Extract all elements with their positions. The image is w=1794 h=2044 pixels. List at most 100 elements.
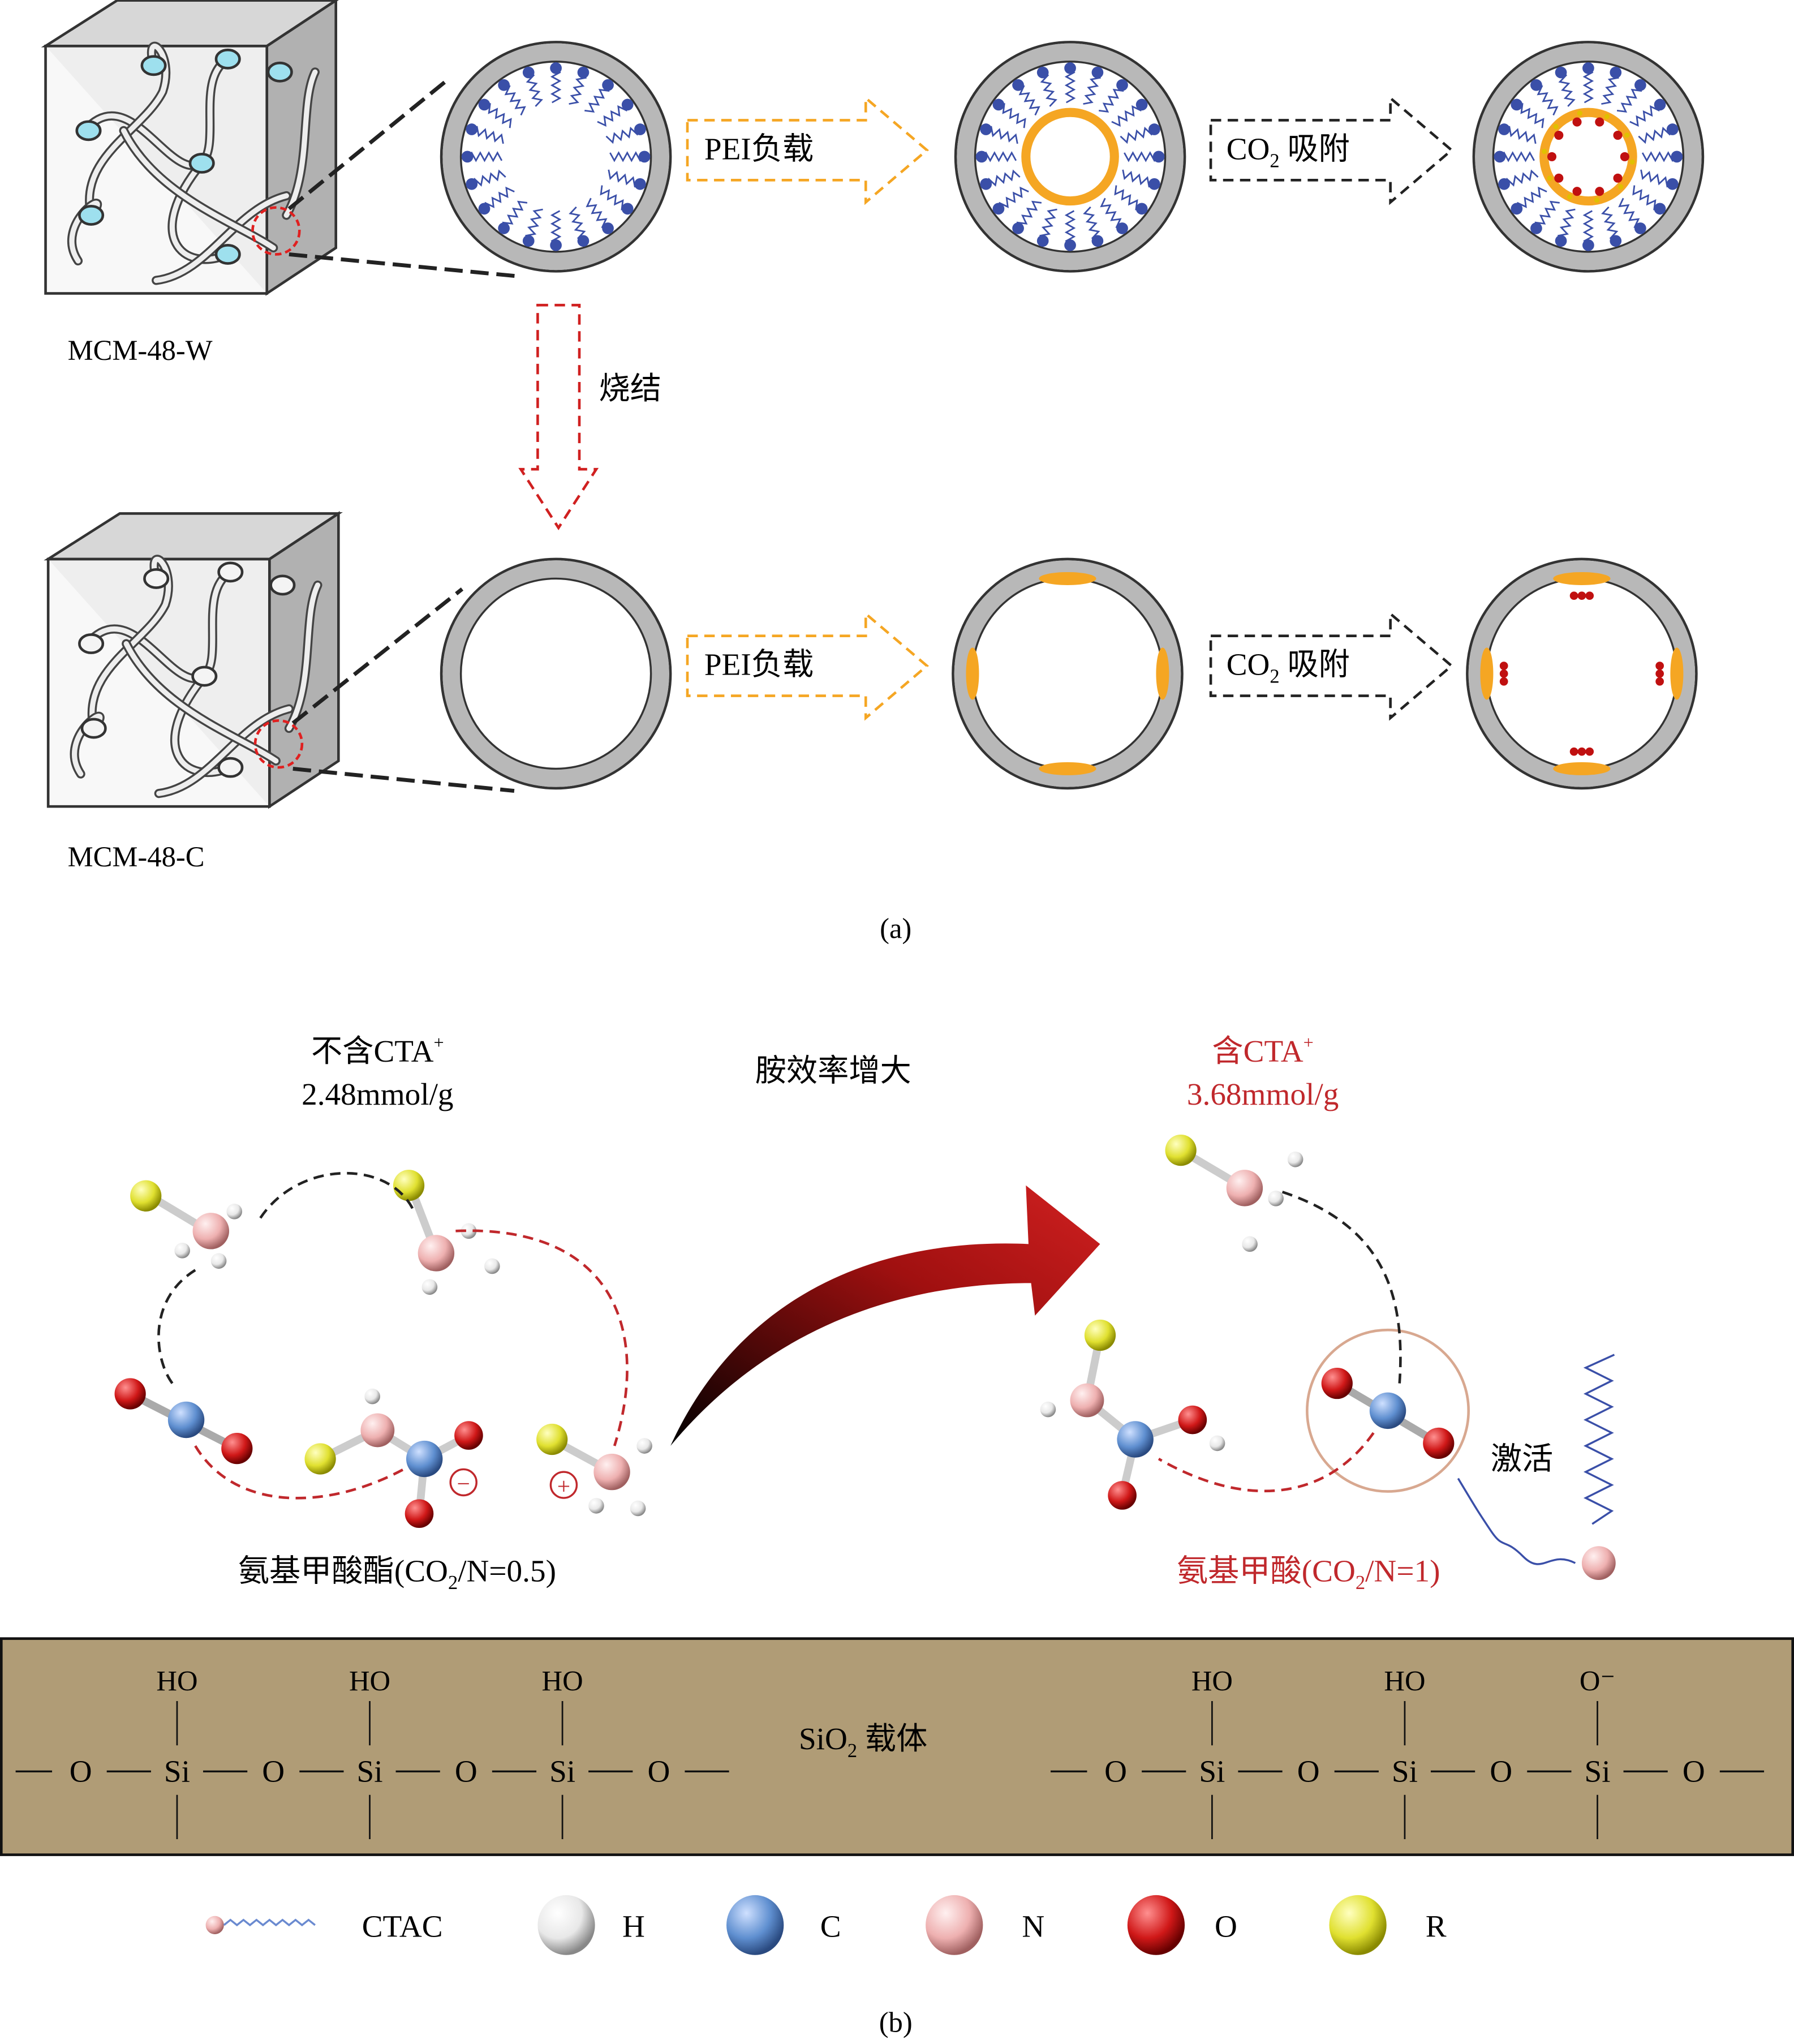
molecule-co2-left <box>114 1378 253 1465</box>
arrow-black-dashed <box>157 1269 196 1389</box>
ctac-chain <box>998 103 1026 128</box>
ctac-chain <box>1100 197 1122 229</box>
hydroxyl-group: HO <box>1384 1665 1425 1697</box>
ctac-head <box>992 203 1005 215</box>
silicon-atom: Si <box>1392 1754 1418 1789</box>
ctac-head <box>1654 98 1666 111</box>
legend-label-c: C <box>820 1909 841 1944</box>
ctac-chain <box>569 72 587 105</box>
ctac-chain <box>484 103 512 128</box>
arrow-red-dashed <box>455 1229 629 1446</box>
co2-molecule <box>1572 117 1582 127</box>
pore-opening <box>78 205 105 226</box>
ctac-chain <box>1120 126 1155 144</box>
arrow-co2-adsorption-bottom <box>1209 611 1454 721</box>
panel-b: 不含CTA+ 2.48mmol/g 胺效率增大 含CTA+ 3.68mmol/g <box>0 1032 1794 2038</box>
ctac-chain <box>550 67 562 104</box>
legend-swatch-h <box>537 1895 595 1955</box>
cube-mcm-48-c <box>44 511 343 809</box>
co2-molecule <box>1572 187 1582 196</box>
ctac-chain <box>1064 67 1076 104</box>
silicon-atom: Si <box>164 1754 190 1789</box>
ctac-chain <box>502 200 528 229</box>
molecule-carbamic-acid <box>1040 1319 1225 1510</box>
ctac-head <box>461 151 474 163</box>
arrow-black-dashed <box>259 1171 415 1219</box>
label-sio2-support: SiO2 载体 <box>799 1721 927 1762</box>
ctac-head <box>498 79 510 91</box>
ctac-head <box>1091 66 1104 79</box>
pore-opening <box>143 568 170 589</box>
pore-channel <box>156 706 292 796</box>
co2-molecule <box>1594 197 1600 203</box>
cube-top <box>41 0 339 48</box>
pore-opening <box>217 561 244 583</box>
arrow-red-dashed <box>194 1445 405 1500</box>
legend-swatch-n <box>926 1895 983 1955</box>
zoom-line <box>289 252 521 279</box>
ctac-chain <box>997 186 1029 209</box>
ctac-chain <box>1124 151 1159 162</box>
caption-a: (a) <box>880 913 911 944</box>
ctac-head <box>1654 203 1666 215</box>
pore-opening <box>75 120 102 141</box>
ctac-chain <box>1114 185 1142 211</box>
ctac-chain <box>471 126 504 144</box>
cube-mcm-48-w <box>41 0 339 296</box>
pore-opening <box>191 665 218 687</box>
cube-top <box>44 512 343 561</box>
co2-molecule <box>1629 159 1635 165</box>
co2-molecule <box>1547 175 1552 181</box>
ctac-head <box>1511 98 1523 111</box>
silica-wall <box>954 560 1181 787</box>
oxygen-atom: O <box>647 1754 670 1789</box>
pore-inner-wall <box>971 577 1164 770</box>
ctac-chain <box>1064 210 1076 246</box>
pore-w-pei <box>954 41 1186 273</box>
label-without-cta: 不含CTA+ <box>311 1032 444 1068</box>
ctac-chain <box>1016 200 1042 229</box>
ctac-head <box>602 222 614 234</box>
ctac-chain <box>1083 206 1100 242</box>
ctac-head <box>1012 222 1024 234</box>
legend-swatch-o <box>1127 1895 1185 1955</box>
co2-molecule <box>1547 152 1557 161</box>
silica-wall <box>442 560 669 787</box>
co2-molecule <box>1624 132 1630 138</box>
ctac-head <box>1148 123 1160 135</box>
molecule-amine-right <box>1165 1135 1303 1252</box>
co2-molecule <box>1585 591 1594 600</box>
pei-cluster <box>1480 647 1494 700</box>
ctac-chain <box>1504 126 1537 144</box>
label-with-cta: 含CTA+ <box>1212 1032 1313 1068</box>
co2-molecule <box>1604 114 1610 119</box>
ctac-chain <box>569 206 586 242</box>
zoom-line <box>292 766 515 793</box>
silica-wall <box>1468 560 1696 787</box>
ctac-head <box>478 203 491 215</box>
pore-channel <box>172 673 233 775</box>
ctac-head <box>1116 79 1128 91</box>
co2-molecule <box>1577 110 1582 116</box>
ctac-chain <box>550 210 562 246</box>
label-mcm-48-w: MCM-48-W <box>68 334 213 366</box>
ctac-chain <box>1640 169 1673 188</box>
hydroxyl-group: HO <box>349 1665 390 1697</box>
co2-molecule <box>1595 187 1604 196</box>
ctac-head <box>1634 222 1646 234</box>
ctac-head <box>980 123 992 135</box>
ctac-chain <box>471 169 506 187</box>
ctac-head <box>577 235 590 247</box>
pore-opening <box>188 152 215 174</box>
pore-opening <box>140 55 167 76</box>
ctac-head <box>621 98 634 111</box>
ctac-head <box>1494 151 1506 163</box>
pore-channel <box>123 641 279 764</box>
ctac-chain <box>1018 84 1040 116</box>
legend-label-r: R <box>1426 1909 1447 1944</box>
co2-molecule <box>1595 117 1604 127</box>
co2-molecule <box>1620 152 1629 161</box>
pore-channel <box>87 44 169 218</box>
ctac-head <box>1555 66 1567 79</box>
